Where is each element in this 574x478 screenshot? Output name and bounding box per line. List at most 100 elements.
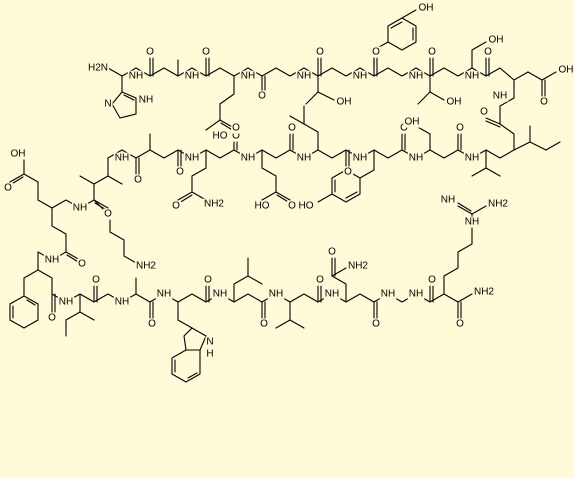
label-background bbox=[77, 258, 88, 270]
label-nh-8: NH bbox=[493, 91, 507, 102]
label-nh-18: NH bbox=[59, 297, 73, 308]
label-background bbox=[133, 174, 144, 186]
label-background bbox=[403, 116, 421, 128]
label-background bbox=[351, 152, 369, 164]
label-background bbox=[407, 70, 425, 82]
label-background bbox=[127, 70, 145, 82]
label-nh-15: NH bbox=[115, 153, 129, 164]
label-background bbox=[287, 200, 298, 212]
label-o-4: O bbox=[316, 47, 324, 58]
label-o-24: O bbox=[372, 319, 380, 330]
label-glu-ho-2: HO bbox=[255, 201, 270, 212]
label-o-1: O bbox=[146, 47, 154, 58]
label-background bbox=[346, 260, 370, 272]
label-background bbox=[134, 260, 158, 272]
label-background bbox=[203, 274, 214, 286]
label-glu-ho: HO bbox=[213, 131, 228, 142]
backbone-row-2 bbox=[107, 105, 515, 175]
label-o-3: O bbox=[258, 91, 266, 102]
label-o-5: O bbox=[372, 47, 380, 58]
label-o-21: O bbox=[204, 275, 212, 286]
label-arg-imino: NH bbox=[441, 195, 455, 206]
label-background bbox=[417, 2, 435, 14]
label-background bbox=[439, 194, 457, 206]
label-background bbox=[147, 318, 158, 330]
label-background bbox=[455, 122, 466, 134]
label-background bbox=[455, 318, 466, 330]
label-background bbox=[43, 254, 61, 266]
label-background bbox=[351, 70, 369, 82]
label-o-16: O bbox=[104, 209, 112, 220]
label-nh-10: NH bbox=[409, 153, 423, 164]
label-nh-16: NH bbox=[73, 203, 87, 214]
label-background bbox=[253, 200, 271, 212]
label-background bbox=[297, 200, 315, 212]
label-background bbox=[113, 152, 131, 164]
label-arg-nh: NH bbox=[465, 217, 479, 228]
label-arg-nh2: NH2 bbox=[488, 199, 508, 210]
label-glu-oh-3: OH bbox=[11, 149, 26, 160]
label-background bbox=[259, 318, 270, 330]
label-background bbox=[9, 148, 27, 160]
label-background bbox=[103, 208, 114, 220]
label-background bbox=[257, 90, 268, 102]
label-tyr-ho-2: HO bbox=[299, 201, 314, 212]
label-o-26: O bbox=[456, 319, 464, 330]
label-background bbox=[145, 46, 156, 58]
label-background bbox=[202, 198, 226, 210]
label-o-9: O bbox=[456, 123, 464, 134]
label-nh-22: NH bbox=[269, 289, 283, 300]
label-o-22: O bbox=[260, 319, 268, 330]
label-background bbox=[557, 64, 574, 76]
label-background bbox=[239, 70, 257, 82]
label-background bbox=[479, 106, 490, 118]
label-o-7: O bbox=[484, 47, 492, 58]
atom-labels: H2N NH NH NH NH NH NH NH O O O O O O O N… bbox=[3, 2, 574, 360]
label-nh-7: NH bbox=[465, 71, 479, 82]
label-nh-13: NH bbox=[241, 153, 255, 164]
label-background bbox=[539, 96, 550, 108]
label-background bbox=[155, 288, 173, 300]
label-background bbox=[86, 62, 110, 74]
label-background bbox=[57, 296, 75, 308]
side-chains-row-4 bbox=[9, 202, 487, 383]
label-background bbox=[463, 152, 481, 164]
side-chains-row-1 bbox=[111, 9, 557, 132]
label-background bbox=[427, 274, 438, 286]
label-o-20: O bbox=[148, 319, 156, 330]
label-o-19: O bbox=[92, 275, 100, 286]
label-o-11: O bbox=[344, 167, 352, 178]
label-nh-21: NH bbox=[213, 289, 227, 300]
label-thr-oh-1: OH bbox=[337, 97, 352, 108]
label-background bbox=[399, 122, 410, 134]
label-background bbox=[343, 166, 354, 178]
label-glu-o-2: O bbox=[288, 201, 296, 212]
label-glu-o-3: O bbox=[4, 183, 12, 194]
label-o-14: O bbox=[176, 167, 184, 178]
label-ser-oh: OH bbox=[489, 35, 504, 46]
label-background bbox=[486, 198, 510, 210]
label-o-12: O bbox=[288, 123, 296, 134]
label-background bbox=[463, 216, 481, 228]
label-background bbox=[427, 46, 438, 58]
label-background bbox=[407, 288, 425, 300]
label-asn-o: O bbox=[328, 247, 336, 258]
label-background bbox=[295, 152, 313, 164]
label-background bbox=[231, 130, 242, 142]
label-o-10: O bbox=[400, 123, 408, 134]
label-indole-h: H bbox=[206, 349, 213, 360]
label-nh-4: NH bbox=[297, 71, 311, 82]
label-o-15: O bbox=[134, 175, 142, 186]
label-background bbox=[487, 34, 505, 46]
label-background bbox=[472, 286, 496, 298]
label-background bbox=[315, 46, 326, 58]
label-imidazole-nh: NH bbox=[139, 95, 153, 106]
label-background bbox=[211, 288, 229, 300]
label-asp-oh: OH bbox=[559, 65, 574, 76]
label-imidazole-n: N bbox=[104, 99, 111, 110]
label-background bbox=[103, 98, 113, 110]
label-background bbox=[327, 246, 338, 258]
label-nh-24: NH bbox=[381, 289, 395, 300]
label-background bbox=[205, 348, 215, 360]
